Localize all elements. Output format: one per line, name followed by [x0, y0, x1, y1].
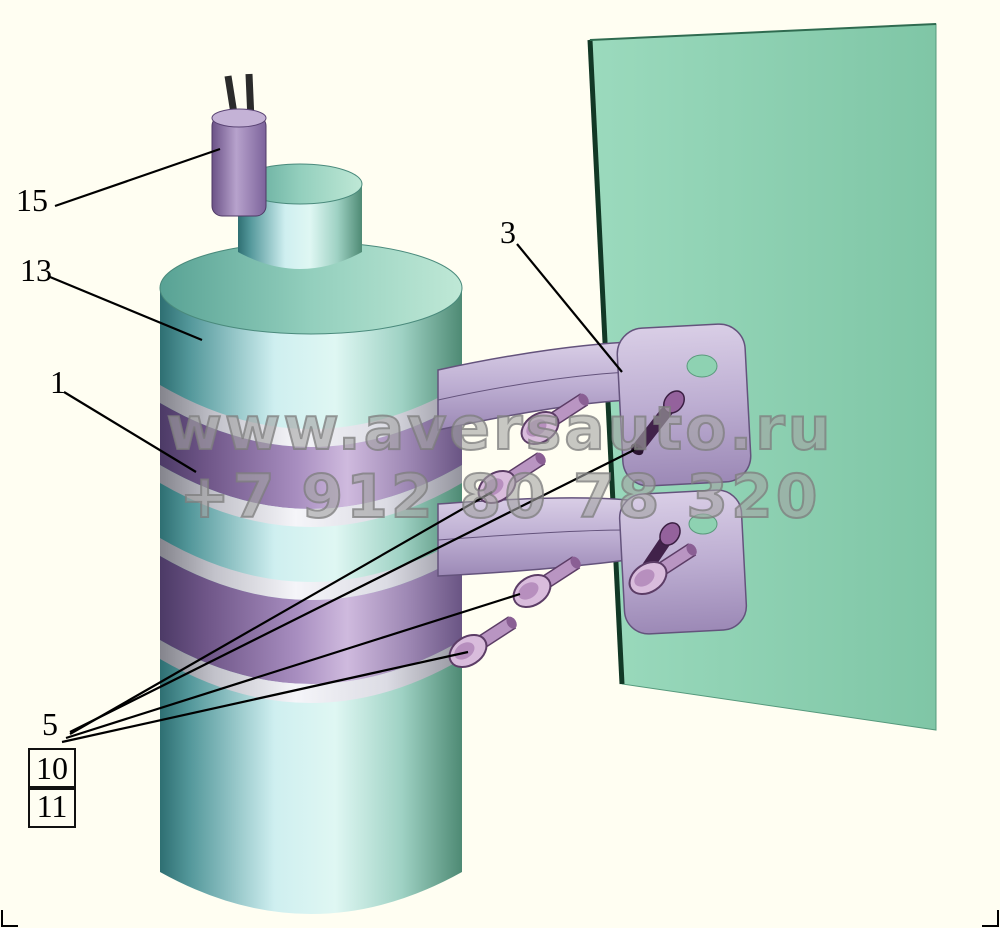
callout-1: 1: [50, 364, 66, 400]
leader-13: [49, 275, 203, 342]
bolt-hole-lower: [688, 513, 718, 535]
callout-13: 13: [20, 252, 52, 288]
callout-3: 3: [500, 214, 516, 250]
leader-5b: [65, 592, 521, 740]
leader-3: [516, 243, 623, 373]
receiver-body: [159, 73, 463, 914]
ring-silver-1: [160, 385, 462, 447]
electrical-connector: [211, 108, 267, 217]
bolt-hole-upper: [686, 354, 718, 378]
callout-15: 15: [16, 182, 48, 218]
leader-1: [63, 391, 197, 473]
crop-marks: [1, 910, 999, 927]
callout-10: 10: [28, 748, 76, 790]
leader-5c: [69, 491, 493, 735]
clamp-band-1: [160, 403, 462, 509]
bracket-upper: [437, 323, 752, 487]
ring-silver-2: [160, 465, 462, 527]
leader-5d: [69, 447, 639, 733]
bracket-lower: [437, 489, 748, 635]
leader-lines: [49, 147, 639, 744]
ring-silver-4: [160, 640, 462, 703]
callout-11: 11: [28, 786, 76, 828]
callout-5: 5: [42, 706, 58, 742]
clamp-band-2: [160, 556, 462, 684]
ring-silver-3: [160, 538, 462, 600]
leader-5a: [61, 650, 469, 744]
leader-15: [54, 147, 221, 208]
